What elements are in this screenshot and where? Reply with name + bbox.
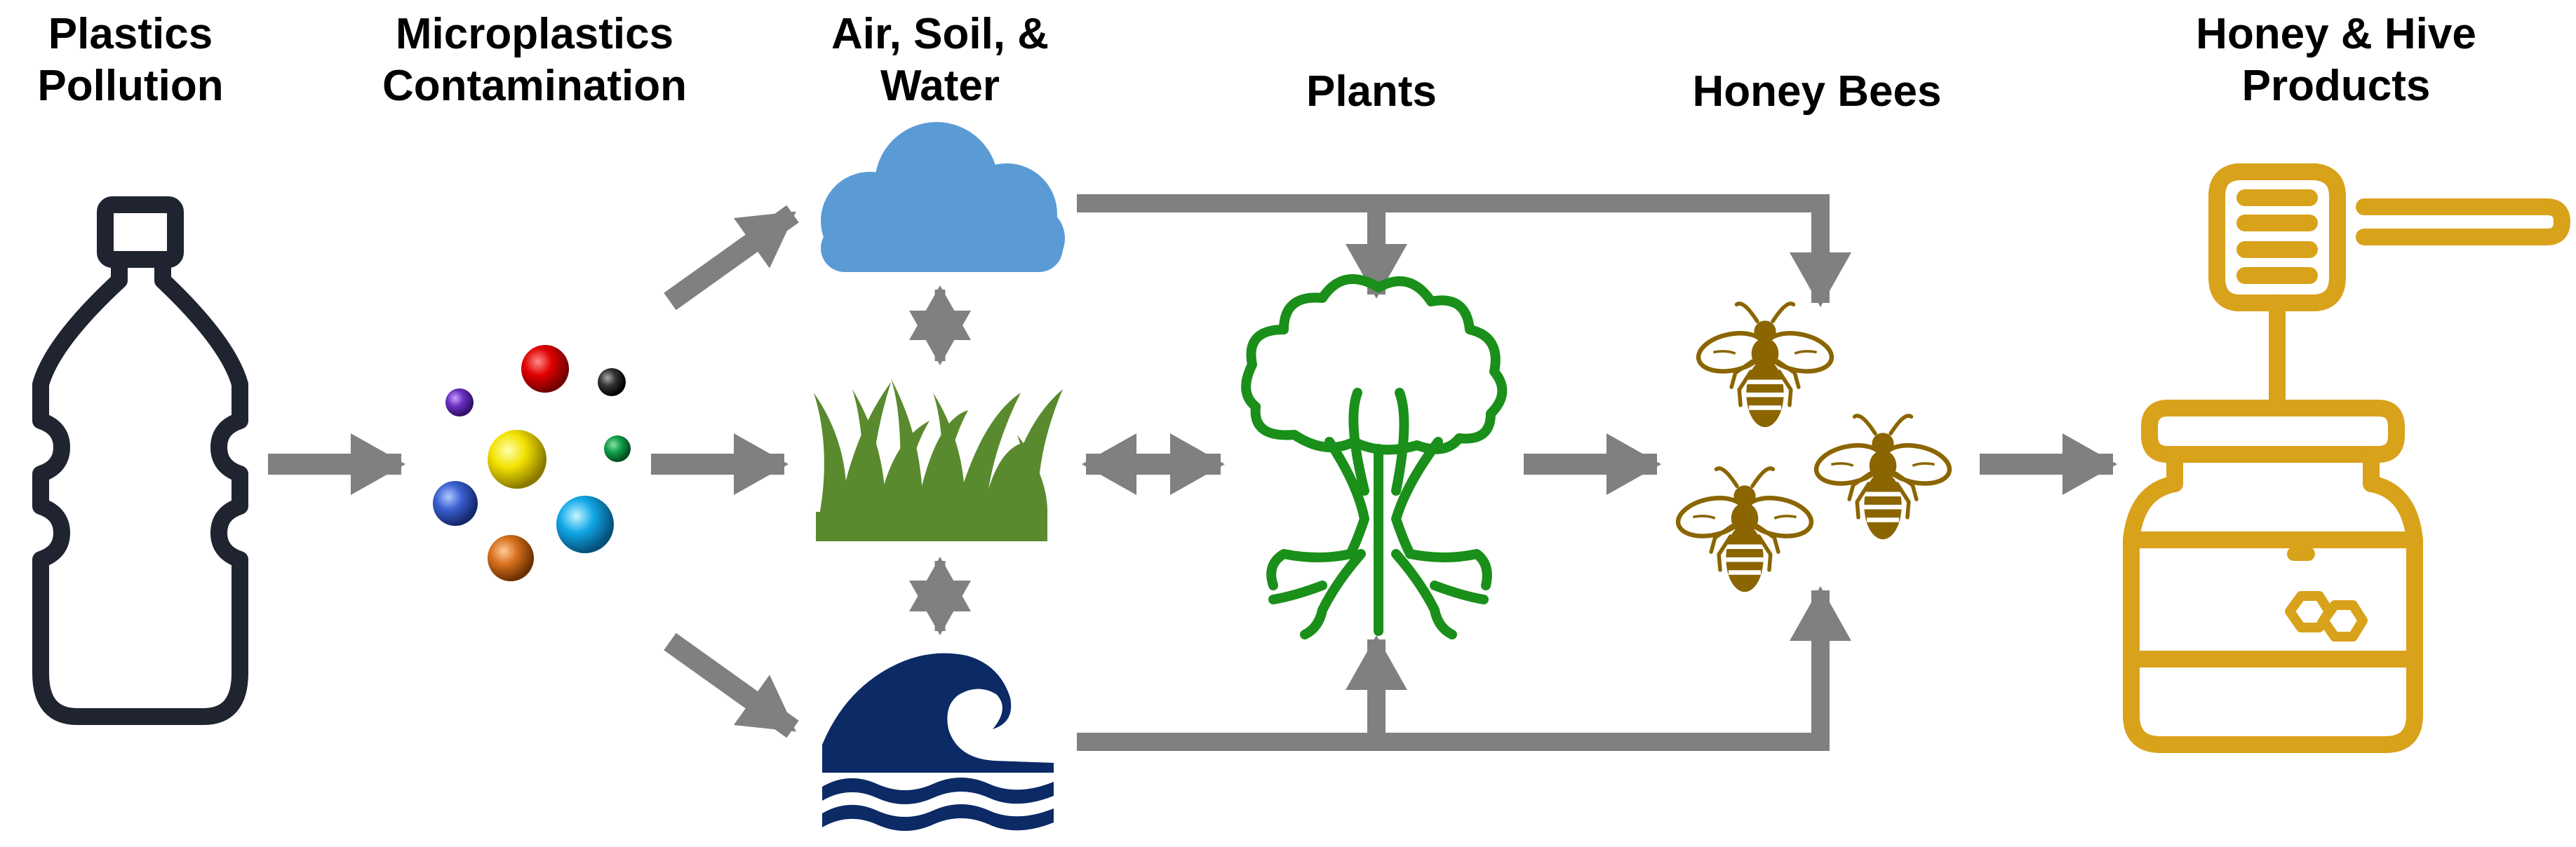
label-line: Water: [880, 62, 1000, 110]
bee-icon: [1675, 468, 1815, 592]
wave-icon: [822, 653, 1054, 831]
particle-blue: [433, 481, 478, 526]
particle-green: [604, 435, 631, 462]
particle-cyan: [556, 496, 614, 553]
particle-yellow: [488, 430, 546, 489]
particle-orange: [488, 535, 534, 581]
arrow-water-bottom-line: [1077, 586, 1851, 751]
flow-arrows: [268, 194, 2117, 751]
label-honey-bees: Honey Bees: [1693, 66, 1942, 118]
arrow-particles-to-air: [664, 205, 799, 311]
label-line: Plants: [1306, 67, 1437, 116]
particle-purple: [445, 388, 474, 416]
tree-icon: [1241, 274, 1508, 639]
label-honey-hive-products: Honey & Hive Products: [2196, 8, 2476, 112]
label-plastics-pollution: Plastics Pollution: [37, 8, 223, 112]
label-line: Contamination: [382, 62, 687, 110]
label-line: Honey & Hive: [2196, 10, 2476, 58]
grass-icon: [814, 379, 1063, 541]
arrow-particles-to-water: [664, 632, 799, 738]
label-line: Products: [2241, 62, 2431, 110]
label-line: Honey Bees: [1692, 67, 1942, 116]
bee-icon: [1695, 304, 1835, 427]
microplastic-particles-icon: [433, 345, 631, 581]
honey-jar-dipper-icon: [2123, 163, 2570, 753]
label-line: Microplastics: [395, 10, 674, 58]
label-plants: Plants: [1306, 66, 1437, 118]
bee-icon-group: [1675, 304, 1953, 592]
label-microplastics-contamination: Microplastics Contamination: [382, 8, 687, 112]
particle-black: [598, 368, 626, 396]
label-air-soil-water: Air, Soil, & Water: [831, 8, 1049, 112]
label-line: Plastics: [48, 10, 213, 58]
cloud-icon: [821, 122, 1065, 272]
label-line: Air, Soil, &: [831, 10, 1049, 58]
arrow-air-top-line: [1077, 194, 1851, 307]
label-line: Pollution: [37, 62, 224, 110]
bee-icon: [1813, 416, 1953, 539]
plastic-bottle-icon: [32, 196, 248, 725]
particle-red: [521, 345, 569, 393]
